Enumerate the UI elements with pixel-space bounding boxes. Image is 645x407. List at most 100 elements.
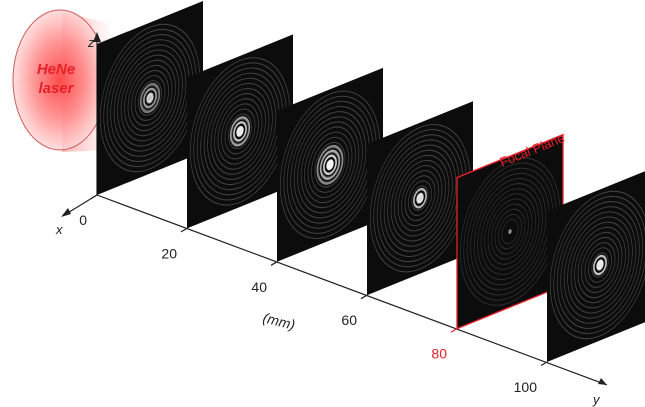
diffraction-ring xyxy=(143,87,157,109)
diffraction-ring xyxy=(138,80,162,116)
diffraction-ring xyxy=(146,92,154,104)
diffraction-ring xyxy=(131,69,169,127)
diffraction-ring xyxy=(411,185,429,211)
diffraction-ring xyxy=(221,103,259,160)
x-axis-label: x xyxy=(55,222,63,237)
diffraction-ring xyxy=(229,116,251,147)
diffraction-ring xyxy=(134,75,166,121)
diffraction-ring xyxy=(491,203,529,260)
diffraction-plane xyxy=(97,1,203,195)
diffraction-ring xyxy=(113,44,187,152)
y-axis-ticks: 0 20 40 60 80 100 xyxy=(79,194,548,395)
y-axis-tick xyxy=(180,227,188,233)
diffraction-plane xyxy=(547,171,645,362)
diffraction-ring xyxy=(591,252,609,278)
diffraction-ring xyxy=(556,201,644,329)
diffraction-ring xyxy=(117,49,183,147)
diffraction-ring xyxy=(567,216,633,314)
diffraction-ring xyxy=(397,165,443,232)
diffraction-ring xyxy=(408,180,432,216)
diffraction-ring xyxy=(574,226,626,304)
diffraction-ring xyxy=(553,195,645,335)
diffraction-ring xyxy=(233,121,247,142)
diffraction-ring xyxy=(394,159,446,237)
diffraction-ring xyxy=(323,154,337,176)
diffraction-ring xyxy=(214,93,266,170)
diffraction-ring xyxy=(487,198,533,265)
diffraction-ring xyxy=(383,144,457,252)
diffraction-ring xyxy=(401,170,439,227)
diffraction-ring xyxy=(210,87,270,175)
diffraction-ring xyxy=(563,211,637,319)
diffraction-ring xyxy=(494,208,526,255)
diffraction-ring xyxy=(387,149,453,247)
y-axis-tick-label: 100 xyxy=(514,379,538,395)
x-axis-arrow-icon xyxy=(61,208,71,217)
diffraction-ring xyxy=(588,247,612,283)
y-axis-tick-label: 80 xyxy=(431,346,447,362)
diffraction-ring xyxy=(231,118,249,145)
hene-laser-source: HeNe laser xyxy=(12,9,108,151)
central-spot xyxy=(237,127,243,136)
y-axis-tick xyxy=(90,194,98,200)
diffraction-ring xyxy=(127,64,173,132)
z-axis-label: z xyxy=(87,35,95,50)
diffraction-ring xyxy=(319,149,341,180)
diffraction-ring xyxy=(124,59,176,137)
y-axis-tick xyxy=(450,328,458,333)
diffraction-ring xyxy=(139,82,161,114)
diffraction-ring xyxy=(501,218,519,245)
diffraction-ring xyxy=(141,85,159,111)
diffraction-ring xyxy=(318,147,342,183)
diffraction-ring xyxy=(390,154,450,242)
y-axis-tick-label: 0 xyxy=(79,212,87,228)
diffraction-ring xyxy=(236,125,244,137)
diffraction-ring xyxy=(584,242,616,288)
y-axis-tick xyxy=(270,261,278,266)
central-spot xyxy=(327,161,333,169)
diffraction-ring xyxy=(311,136,349,193)
diffraction-ring xyxy=(316,144,344,185)
diffraction-ring xyxy=(593,254,607,276)
diffraction-ring xyxy=(304,126,356,204)
diffraction-ring xyxy=(217,98,263,165)
z-axis-arrow-icon xyxy=(93,32,101,42)
diffraction-ring xyxy=(321,152,339,178)
diffraction-plane xyxy=(277,67,383,262)
diffraction-ring xyxy=(498,213,522,250)
diffraction-ring xyxy=(314,141,346,188)
diffraction-ring xyxy=(560,206,640,324)
diffraction-planes xyxy=(97,1,645,362)
laser-label-line2: laser xyxy=(38,80,74,97)
diffraction-ring xyxy=(549,190,645,340)
diffraction-ring xyxy=(596,259,604,271)
y-axis-arrow-icon xyxy=(598,378,607,385)
axes: z x y (mm) xyxy=(55,32,608,407)
y-axis-line xyxy=(96,194,608,386)
diffraction-ring xyxy=(228,113,252,150)
diffraction-ring xyxy=(577,231,623,299)
diffraction-ring xyxy=(477,183,543,281)
central-spot xyxy=(508,229,512,235)
laser-label-line1: HeNe xyxy=(37,61,75,78)
diffraction-ring xyxy=(581,236,619,294)
diffraction-plane xyxy=(187,34,293,229)
diffraction-ring xyxy=(300,121,360,209)
diffraction-ring xyxy=(307,131,353,198)
plane-panel xyxy=(547,171,645,362)
diffraction-ring xyxy=(120,54,180,142)
y-axis-label: y xyxy=(592,392,601,407)
y-axis-tick-label: 20 xyxy=(161,245,177,261)
diffraction-ring xyxy=(404,175,436,222)
diffraction-ring xyxy=(326,159,334,171)
diffraction-ring xyxy=(413,187,427,209)
diffraction-ring xyxy=(570,221,630,309)
diffraction-ring xyxy=(473,177,547,286)
diffraction-ring xyxy=(293,111,367,219)
diffraction-ring xyxy=(207,82,273,180)
y-axis-tick-label: 40 xyxy=(251,279,267,295)
diffraction-ring xyxy=(480,188,540,276)
central-spot xyxy=(417,194,423,202)
y-axis-tick-label: 60 xyxy=(341,312,357,328)
